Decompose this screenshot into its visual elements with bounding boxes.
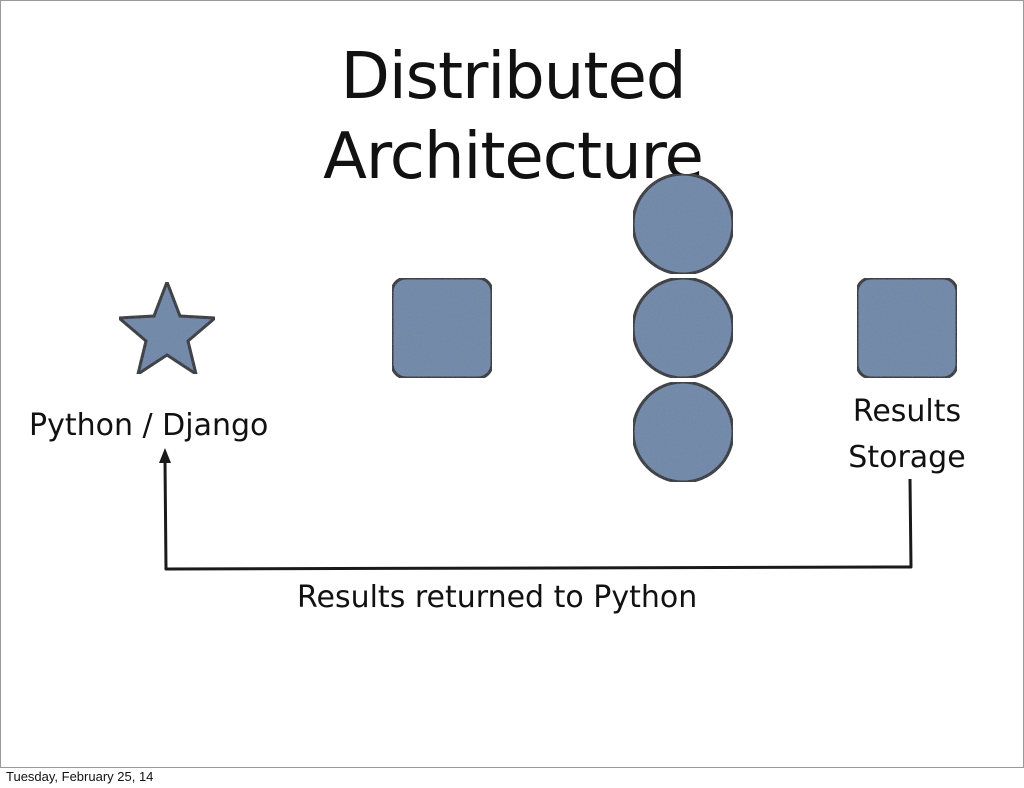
footer-date: Tuesday, February 25, 14 (6, 769, 154, 784)
slide-title: Distributed Architecture (1, 37, 1023, 197)
arrowhead-up-icon (159, 448, 171, 463)
architecture-diagram (115, 172, 959, 571)
title-line-1: Distributed (340, 40, 687, 114)
storage-square-icon (855, 276, 959, 380)
title-line-2: Architecture (323, 120, 704, 194)
python-django-label: Python / Django (29, 408, 269, 443)
worker-circle-icon (631, 172, 735, 276)
broker-square-icon (390, 276, 494, 380)
results-storage-line-1: Results (852, 394, 962, 429)
results-storage-label: Results Storage (807, 389, 1007, 481)
return-connector-line (163, 460, 913, 571)
worker-circle-icon (631, 380, 735, 484)
worker-circle-icon (631, 276, 735, 380)
python-star-icon (115, 277, 219, 378)
results-storage-line-2: Storage (848, 440, 966, 475)
results-returned-label: Results returned to Python (297, 580, 698, 615)
slide: Distributed Architecture (0, 0, 1024, 768)
